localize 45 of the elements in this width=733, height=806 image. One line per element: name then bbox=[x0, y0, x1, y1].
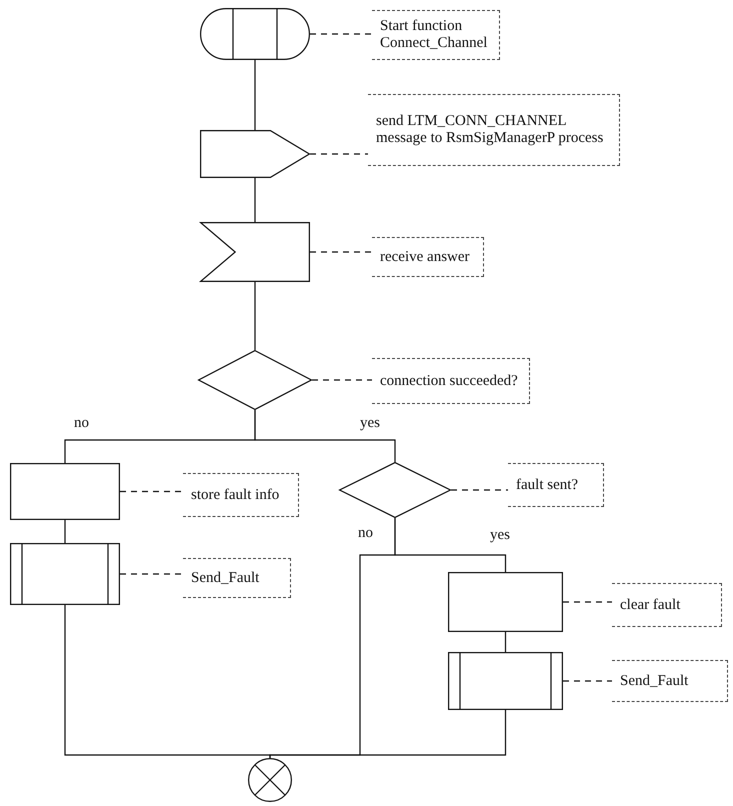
comment-annotation bbox=[372, 237, 484, 277]
comment-connector bbox=[451, 489, 508, 491]
flow-line bbox=[254, 178, 256, 222]
comment-annotation bbox=[612, 583, 722, 627]
comment-text: clear fault bbox=[620, 596, 680, 614]
comment-text: fault sent? bbox=[516, 476, 578, 494]
comment-annotation bbox=[183, 473, 299, 517]
comment-annotation bbox=[372, 358, 530, 404]
stop-symbol bbox=[248, 758, 292, 802]
comment-text: receive answer bbox=[380, 248, 470, 266]
comment-connector bbox=[310, 251, 372, 253]
comment-annotation bbox=[183, 558, 291, 598]
comment-text: connection succeeded? bbox=[380, 372, 518, 390]
comment-text: Send_Fault bbox=[191, 570, 260, 586]
input-signal-symbol bbox=[200, 222, 310, 282]
comment-annotation bbox=[508, 463, 604, 507]
comment-connector bbox=[120, 490, 183, 492]
flow-line bbox=[64, 520, 66, 543]
start-terminal-symbol bbox=[200, 8, 310, 60]
comment-connector bbox=[310, 153, 368, 155]
procedure-call-box bbox=[10, 543, 120, 605]
process-box bbox=[10, 463, 120, 520]
comment-annotation bbox=[368, 94, 620, 166]
comment-text: store fault info bbox=[191, 486, 280, 504]
comment-annotation bbox=[372, 10, 500, 60]
flow-line bbox=[269, 710, 506, 758]
comment-connector bbox=[120, 573, 183, 575]
comment-connector bbox=[310, 33, 372, 35]
decision-diamond bbox=[339, 462, 451, 518]
comment-connector bbox=[563, 601, 612, 603]
procedure-call-box bbox=[448, 652, 563, 710]
comment-annotation bbox=[612, 660, 728, 702]
flow-line bbox=[64, 605, 271, 758]
flow-line bbox=[254, 60, 256, 130]
process-box bbox=[448, 572, 563, 632]
decision-diamond bbox=[198, 350, 312, 410]
comment-connector bbox=[563, 680, 612, 682]
comment-text: Send_Fault bbox=[620, 672, 688, 690]
comment-connector bbox=[312, 379, 372, 381]
flow-line bbox=[504, 632, 506, 652]
comment-text: send LTM_CONN_CHANNEL message to RsmSigManagerP process bbox=[376, 113, 604, 147]
flow-line bbox=[254, 282, 256, 350]
output-signal-symbol bbox=[200, 130, 310, 178]
comment-text: Start function Connect_Channel bbox=[380, 18, 488, 52]
flow-line bbox=[254, 410, 396, 462]
